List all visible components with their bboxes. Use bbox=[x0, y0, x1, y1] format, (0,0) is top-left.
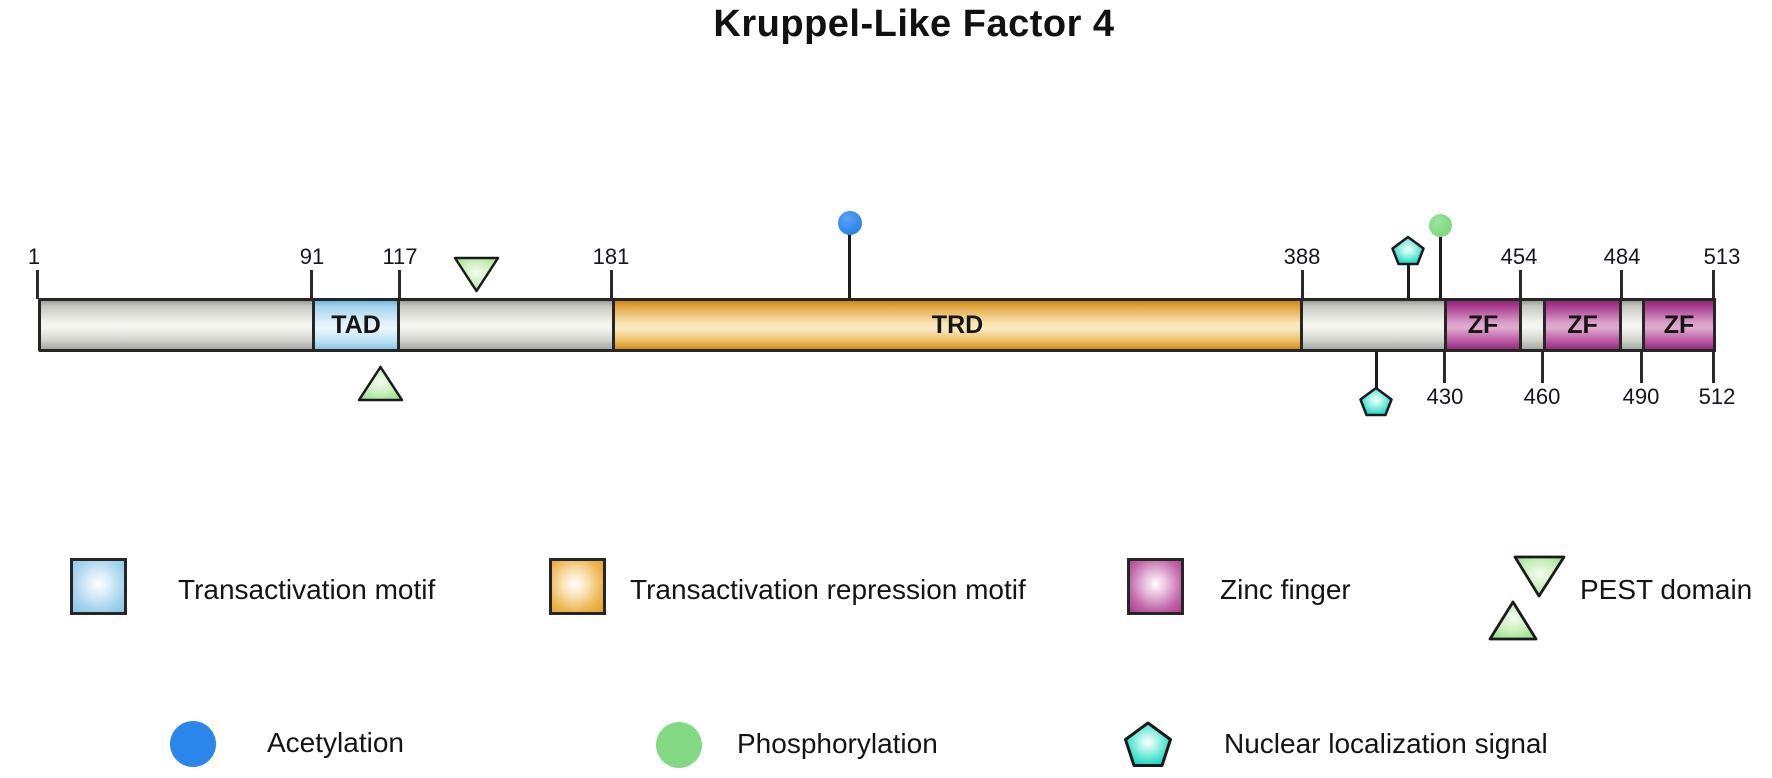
domain-zf-1: ZF bbox=[1444, 298, 1522, 352]
tick-line-430 bbox=[1443, 351, 1446, 383]
tick-label-1: 1 bbox=[27, 244, 41, 269]
legend-label-transactivation-motif: Transactivation motif bbox=[178, 574, 436, 605]
legend-nls-pentagon-icon bbox=[1124, 721, 1172, 767]
domain-trd: TRD bbox=[612, 298, 1303, 352]
legend-swatch-zinc-finger bbox=[1127, 558, 1184, 615]
legend-swatch-transactivation-repression-motif bbox=[549, 558, 606, 615]
nls-above-stick bbox=[1407, 262, 1410, 298]
tick-line-512 bbox=[1712, 351, 1715, 383]
tick-line-117 bbox=[398, 270, 401, 299]
tick-label-117: 117 bbox=[382, 244, 418, 269]
acetylation-marker-icon bbox=[838, 211, 862, 235]
domain-tad: TAD bbox=[312, 298, 400, 352]
tick-line-91 bbox=[310, 270, 313, 299]
tick-label-513: 513 bbox=[1703, 244, 1741, 269]
nls-pentagon-below-icon bbox=[1359, 386, 1393, 417]
tick-line-181 bbox=[610, 270, 613, 299]
domain-zf-2: ZF bbox=[1543, 298, 1622, 352]
legend-acetylation-icon bbox=[170, 721, 216, 767]
nls-below-stick bbox=[1375, 351, 1378, 388]
protein-backbone-bar: TAD TRD ZF ZF ZF bbox=[38, 298, 1716, 352]
legend-pest-triangles-icon bbox=[1488, 555, 1566, 641]
legend-label-pest-domain: PEST domain bbox=[1580, 574, 1753, 605]
tick-line-454 bbox=[1519, 270, 1522, 299]
domain-trd-label: TRD bbox=[931, 310, 984, 339]
acetylation-stick bbox=[848, 233, 851, 298]
phosphorylation-stick bbox=[1439, 234, 1442, 298]
tick-line-484 bbox=[1620, 270, 1623, 299]
nls-pentagon-above-icon bbox=[1391, 235, 1425, 266]
phosphorylation-marker-icon bbox=[1429, 214, 1452, 237]
tick-label-484: 484 bbox=[1603, 244, 1641, 269]
tick-label-430: 430 bbox=[1426, 384, 1464, 409]
domain-zf-1-label: ZF bbox=[1467, 310, 1499, 339]
domain-zf-3-label: ZF bbox=[1663, 310, 1695, 339]
domain-zf-3: ZF bbox=[1642, 298, 1716, 352]
tick-line-1 bbox=[36, 270, 39, 299]
legend-label-phosphorylation: Phosphorylation bbox=[737, 728, 938, 759]
tick-label-490: 490 bbox=[1622, 384, 1660, 409]
tick-label-91: 91 bbox=[299, 244, 325, 269]
domain-tad-label: TAD bbox=[331, 310, 381, 339]
tick-label-512: 512 bbox=[1698, 384, 1736, 409]
legend-label-acetylation: Acetylation bbox=[267, 727, 404, 758]
legend-swatch-transactivation-motif bbox=[70, 558, 127, 615]
tick-label-181: 181 bbox=[592, 244, 630, 269]
pest-triangle-up-icon bbox=[357, 365, 404, 402]
tick-line-388 bbox=[1301, 270, 1304, 299]
tick-label-460: 460 bbox=[1523, 384, 1561, 409]
legend-label-zinc-finger: Zinc finger bbox=[1220, 574, 1351, 605]
tick-label-388: 388 bbox=[1283, 244, 1321, 269]
legend-phosphorylation-icon bbox=[656, 722, 702, 768]
domain-zf-2-label: ZF bbox=[1567, 310, 1598, 339]
tick-line-490 bbox=[1640, 351, 1643, 383]
tick-label-454: 454 bbox=[1500, 244, 1538, 269]
pest-triangle-down-icon bbox=[453, 256, 500, 293]
legend-label-transactivation-repression-motif: Transactivation repression motif bbox=[630, 574, 1026, 605]
legend-label-nuclear-localization-signal: Nuclear localization signal bbox=[1224, 728, 1548, 759]
tick-line-513 bbox=[1712, 270, 1715, 299]
tick-line-460 bbox=[1541, 351, 1544, 383]
page-title: Kruppel-Like Factor 4 bbox=[713, 3, 1115, 45]
